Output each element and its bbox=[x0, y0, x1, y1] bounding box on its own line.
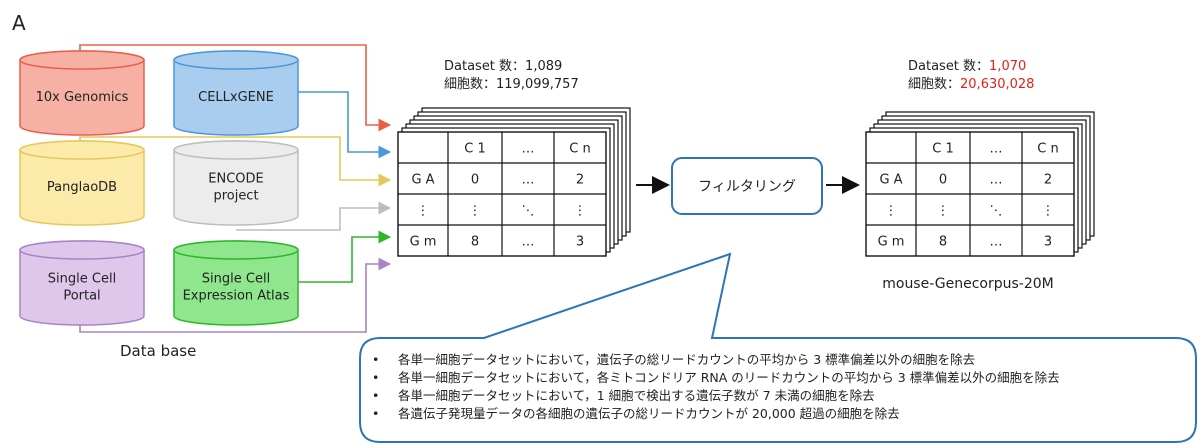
output-dataset-name: mouse-Genecorpus-20M bbox=[882, 276, 1054, 292]
input-stats: Dataset 数：1,089 細胞数：119,099,757 bbox=[444, 59, 579, 92]
matrix-cell: 3 bbox=[576, 234, 584, 249]
criteria-bullet: • bbox=[372, 370, 379, 385]
svg-text:細胞数：20,630,028: 細胞数：20,630,028 bbox=[908, 77, 1034, 92]
filter-label: フィルタリング bbox=[698, 179, 796, 195]
database-label-line: PanglaoDB bbox=[47, 180, 117, 195]
matrix-cell: ⋱ bbox=[522, 203, 535, 218]
database-label-line: Single Cell bbox=[202, 272, 270, 287]
criteria-item: 各単一細胞データセットにおいて，1 細胞で検出する遺伝子数が 7 未満の細胞を除… bbox=[398, 388, 875, 403]
criteria-bullet: • bbox=[372, 352, 379, 367]
matrix-cell: ⋮ bbox=[417, 203, 430, 218]
database-encode-project: ENCODE project bbox=[173, 140, 299, 226]
input-dataset-value: 1,089 bbox=[525, 59, 562, 74]
criteria-item: 各遺伝子発現量データの各細胞の遺伝子の総リードカウントが 20,000 超過の細… bbox=[398, 406, 900, 421]
panel-label: A bbox=[12, 11, 26, 35]
matrix-cell: ⋮ bbox=[885, 203, 898, 218]
output-dataset-value: 1,070 bbox=[989, 59, 1026, 74]
output-cells-label: 細胞数： bbox=[908, 77, 960, 92]
connector-encode bbox=[236, 201, 392, 231]
matrix-cell: ⋱ bbox=[990, 203, 1003, 218]
matrix-cell: C n bbox=[1037, 141, 1058, 156]
matrix-cell: 3 bbox=[1044, 234, 1052, 249]
database-group: 10x Genomics CELLxGENE PanglaoDB ENCODE proj… bbox=[19, 50, 299, 326]
matrix-cell: G A bbox=[879, 172, 902, 187]
matrix-cell: … bbox=[522, 234, 535, 249]
output-cells-value: 20,630,028 bbox=[960, 77, 1034, 92]
output-dataset-label: Dataset 数： bbox=[908, 59, 989, 74]
database-cellxgene: CELLxGENE bbox=[173, 50, 299, 136]
database-caption: Data base bbox=[120, 342, 196, 360]
input-cells-value: 119,099,757 bbox=[496, 77, 579, 92]
criteria-bullet: • bbox=[372, 388, 379, 403]
criteria-item: 各単一細胞データセットにおいて，遺伝子の総リードカウントの平均から 3 標準偏差… bbox=[398, 352, 975, 367]
matrix-cell: 2 bbox=[576, 172, 584, 187]
connector-cellxgene bbox=[298, 91, 392, 159]
input-dataset-label: Dataset 数： bbox=[444, 59, 525, 74]
matrix-cell: G A bbox=[411, 172, 434, 187]
matrix-cell: … bbox=[990, 172, 1003, 187]
database-label-line: CELLxGENE bbox=[198, 90, 274, 105]
matrix-cell: G m bbox=[410, 234, 437, 249]
matrix-cell: 0 bbox=[471, 172, 479, 187]
criteria-bullet: • bbox=[372, 406, 379, 421]
matrix-cell: … bbox=[522, 141, 535, 156]
matrix-cell: 0 bbox=[939, 172, 947, 187]
svg-text:細胞数：119,099,757: 細胞数：119,099,757 bbox=[444, 77, 579, 92]
database-label-line: Single Cell bbox=[48, 272, 116, 287]
matrix-cell: ⋮ bbox=[937, 203, 950, 218]
database-10x-genomics: 10x Genomics bbox=[19, 50, 145, 136]
input-matrix-stack: C 1 … C n G A 0 … 2 ⋮ ⋮ ⋱ ⋮ G m 8 … 3 bbox=[397, 107, 631, 257]
matrix-cell: C n bbox=[569, 141, 590, 156]
svg-text:Dataset 数：1,089: Dataset 数：1,089 bbox=[444, 59, 562, 74]
database-label-line: 10x Genomics bbox=[36, 90, 129, 105]
svg-text:Dataset 数：1,070: Dataset 数：1,070 bbox=[908, 59, 1026, 74]
matrix-cell: ⋮ bbox=[1042, 203, 1055, 218]
input-cells-label: 細胞数： bbox=[444, 77, 496, 92]
output-stats: Dataset 数：1,070 細胞数：20,630,028 bbox=[908, 59, 1034, 92]
matrix-cell: ⋮ bbox=[469, 203, 482, 218]
criteria-list: • 各単一細胞データセットにおいて，遺伝子の総リードカウントの平均から 3 標準偏… bbox=[372, 352, 1060, 421]
database-label-line: Expression Atlas bbox=[183, 289, 290, 304]
output-matrix-stack: C 1 … C n G A 0 … 2 ⋮ ⋮ ⋱ ⋮ G m 8 … 3 bbox=[865, 111, 1095, 257]
matrix-cell: 8 bbox=[939, 234, 947, 249]
database-label-line: project bbox=[213, 189, 258, 204]
database-label-line: Portal bbox=[63, 289, 100, 304]
matrix-cell: C 1 bbox=[932, 141, 953, 156]
matrix-cell: G m bbox=[878, 234, 905, 249]
criteria-item: 各単一細胞データセットにおいて，各ミトコンドリア RNA のリードカウントの平均… bbox=[398, 370, 1060, 385]
database-panglaodb: PanglaoDB bbox=[19, 140, 145, 226]
matrix-cell: … bbox=[990, 234, 1003, 249]
matrix-cell: 8 bbox=[471, 234, 479, 249]
matrix-cell: C 1 bbox=[464, 141, 485, 156]
matrix-cell: … bbox=[990, 141, 1003, 156]
matrix-cell: ⋮ bbox=[574, 203, 587, 218]
filter-box: フィルタリング bbox=[671, 157, 823, 215]
database-label-line: ENCODE bbox=[208, 172, 263, 187]
connector-expression-atlas bbox=[298, 230, 392, 283]
criteria-callout: • 各単一細胞データセットにおいて，遺伝子の総リードカウントの平均から 3 標準偏… bbox=[359, 252, 1197, 443]
connector-10x-genomics bbox=[79, 44, 392, 132]
matrix-cell: 2 bbox=[1044, 172, 1052, 187]
matrix-cell: … bbox=[522, 172, 535, 187]
